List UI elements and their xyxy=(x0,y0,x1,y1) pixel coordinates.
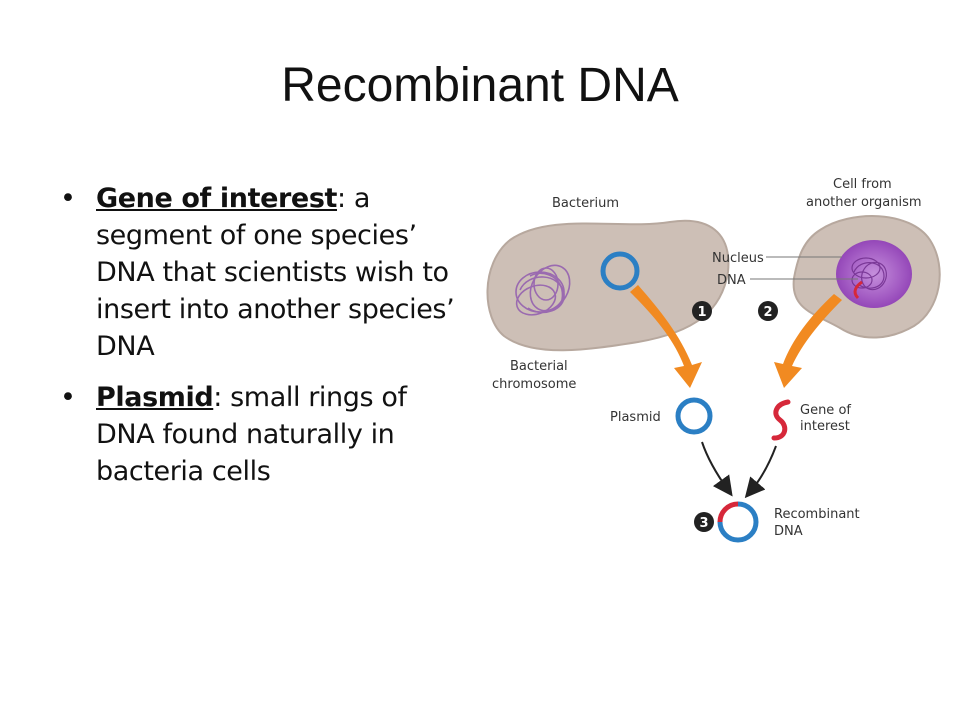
recombinant-dna-ring xyxy=(717,501,759,543)
step-2-label: 2 xyxy=(763,305,772,320)
arrow-2-orange xyxy=(774,294,842,388)
label-bacterial-line2: chromosome xyxy=(492,377,576,392)
nucleus xyxy=(836,240,912,308)
step-1-label: 1 xyxy=(697,305,706,320)
label-cell-line2: another organism xyxy=(806,195,922,210)
label-recombinant-line2: DNA xyxy=(774,524,803,539)
bacterial-plasmid xyxy=(600,251,640,291)
bullet-text: : small rings of DNA found naturally in … xyxy=(96,382,407,487)
label-dna: DNA xyxy=(717,273,746,288)
bullet-gene-of-interest: • Gene of interest: a segment of one spe… xyxy=(58,180,468,365)
label-gene-line1: Gene of xyxy=(800,403,851,418)
isolated-plasmid xyxy=(675,397,713,435)
bullet-plasmid: • Plasmid: small rings of DNA found natu… xyxy=(58,379,468,490)
bullet-list: • Gene of interest: a segment of one spe… xyxy=(58,180,468,504)
bullet-term: Gene of interest xyxy=(96,183,338,214)
arrow-1-orange xyxy=(630,285,702,388)
bullet-glyph: • xyxy=(60,183,76,214)
arrow-gene-to-recombinant xyxy=(744,445,777,499)
label-bacterium: Bacterium xyxy=(552,196,619,211)
gene-of-interest-segment xyxy=(771,399,791,441)
recombinant-dna-diagram: Bacterium Cell from another organism Nuc… xyxy=(486,177,941,543)
step-1-marker: 1 xyxy=(692,301,712,321)
gene-segment-in-nucleus xyxy=(853,280,863,300)
label-recombinant-line1: Recombinant xyxy=(774,507,860,522)
bullet-glyph: • xyxy=(60,382,76,413)
nucleus-dna xyxy=(851,257,887,291)
slide-title: Recombinant DNA xyxy=(281,59,679,112)
label-nucleus: Nucleus xyxy=(712,251,764,266)
label-plasmid: Plasmid xyxy=(610,410,661,425)
step-2-marker: 2 xyxy=(758,301,778,321)
bullet-text: : a segment of one species’ DNA that sci… xyxy=(96,183,455,362)
arrow-plasmid-to-recombinant xyxy=(701,441,733,497)
bullet-term: Plasmid xyxy=(96,382,214,413)
step-3-label: 3 xyxy=(699,516,708,531)
bacterial-chromosome xyxy=(515,264,571,316)
step-3-marker: 3 xyxy=(694,512,714,532)
label-bacterial-line1: Bacterial xyxy=(510,359,568,374)
label-cell-line1: Cell from xyxy=(833,177,892,192)
label-gene-line2: interest xyxy=(800,419,850,434)
